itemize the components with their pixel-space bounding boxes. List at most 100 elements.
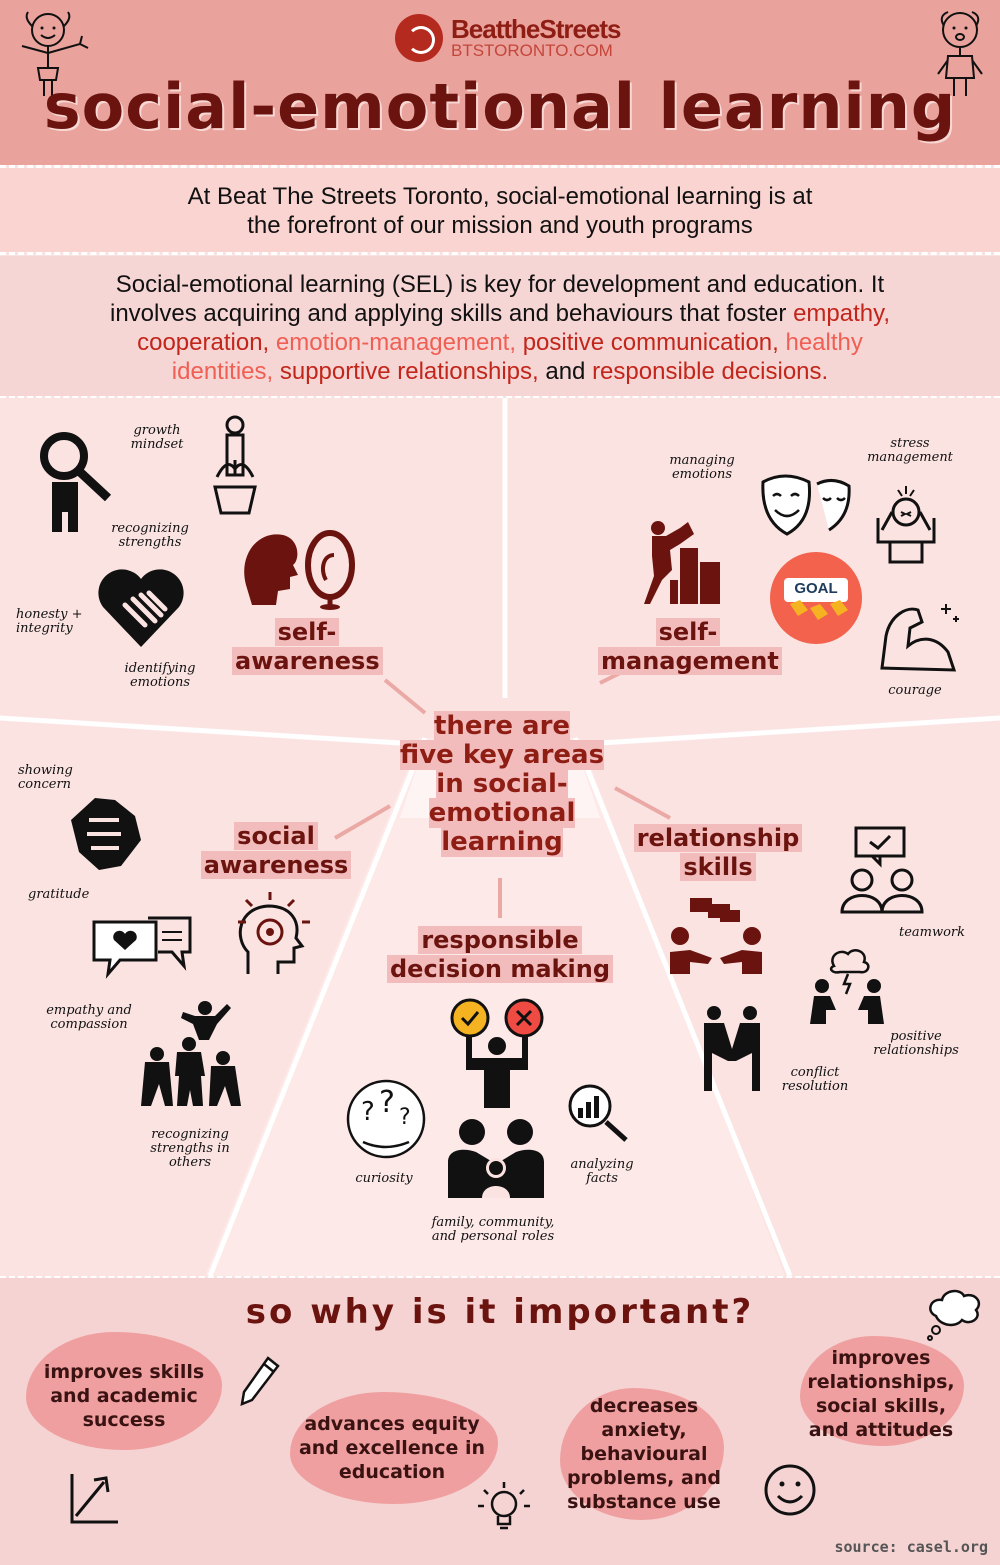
sel-line-3: cooperation, emotion-management, positiv…	[20, 328, 980, 357]
thought-cloud-icon	[927, 1289, 981, 1341]
label-teamwork: teamwork	[898, 925, 966, 940]
center-line-2: five key areas	[399, 740, 605, 770]
lightbulb-icon	[478, 1482, 530, 1530]
social-awareness-line-1: social	[234, 822, 318, 850]
curious-face-icon: ? ? ?	[346, 1079, 426, 1159]
chat-heart-icon	[92, 916, 192, 979]
goal-target-icon	[770, 552, 862, 644]
climbing-blocks-icon	[644, 521, 720, 604]
relationship-skills-line-2: skills	[680, 853, 756, 881]
label-honesty-integrity: honesty +integrity	[16, 607, 83, 636]
flexed-arm-icon	[880, 604, 959, 672]
center-line-4: emotional	[428, 798, 576, 828]
intro-line-1: At Beat The Streets Toronto, social-emot…	[187, 183, 813, 210]
source-credit: source: casel.org	[834, 1538, 988, 1556]
intro-line-2: the forefront of our mission and youth p…	[247, 212, 753, 239]
smiley-icon	[764, 1464, 816, 1516]
svg-text:?: ?	[361, 1097, 375, 1127]
stick-figure-right-icon	[937, 11, 983, 96]
team-check-icon	[840, 826, 924, 914]
stressed-person-icon	[876, 486, 936, 564]
divider	[0, 165, 1000, 168]
masks-icon	[761, 474, 851, 536]
goal-label: GOAL	[794, 580, 838, 597]
responsible-line-2: decision making	[386, 955, 613, 983]
brand-logo[interactable]: BeattheStreets BTSTORONTO.COM	[395, 14, 622, 62]
label-curiosity: curiosity	[355, 1171, 413, 1186]
divider	[0, 252, 1000, 255]
sel-identities: identities,	[171, 358, 274, 385]
self-awareness-line-2: awareness	[232, 647, 383, 675]
svg-text:?: ?	[379, 1085, 395, 1120]
area-responsible-decision-making: responsible decision making	[380, 926, 620, 984]
sel-line-4: identities, supportive relationships, an…	[20, 357, 980, 386]
label-gratitude: gratitude	[28, 887, 90, 902]
responsible-line-1: responsible	[418, 926, 582, 954]
sel-supportive: supportive relationships,	[279, 358, 539, 385]
label-courage: courage	[888, 683, 942, 698]
decision-person-icon	[450, 998, 544, 1108]
blob-3	[560, 1388, 724, 1520]
center-label: there are five key areas in social- emot…	[382, 711, 622, 857]
two-people-holding-hands-icon	[704, 1006, 760, 1091]
sel-responsible: responsible decisions.	[592, 358, 829, 385]
people-talking-icon	[670, 898, 762, 974]
self-management-line-1: self-	[655, 618, 721, 646]
center-line-3: in social-	[436, 769, 568, 799]
intro-text: At Beat The Streets Toronto, social-emot…	[0, 168, 1000, 252]
center-line-5: learning	[441, 827, 563, 857]
magnifier-person-icon	[40, 432, 112, 532]
brand-mark-icon	[395, 14, 443, 62]
head-target-icon	[238, 892, 310, 974]
sel-line-1: Social-emotional learning (SEL) is key f…	[115, 271, 885, 298]
brand-url: BTSTORONTO.COM	[451, 41, 613, 60]
svg-text:?: ?	[399, 1105, 411, 1130]
blob-4	[800, 1336, 964, 1446]
conflict-people-icon	[810, 949, 884, 1024]
self-awareness-line-1: self-	[274, 618, 340, 646]
analyze-chart-icon	[568, 1084, 628, 1142]
sel-line-2-text: involves acquiring and applying skills a…	[110, 300, 794, 327]
page-title: social-emotional learning	[43, 70, 957, 143]
divider	[0, 1276, 1000, 1279]
handshake-icon	[71, 798, 141, 870]
pencil-icon	[240, 1356, 280, 1406]
sel-cooperation: cooperation,	[137, 329, 270, 356]
sel-line-2: involves acquiring and applying skills a…	[20, 299, 980, 328]
blob-1	[26, 1332, 222, 1450]
sel-empathy: empathy,	[793, 300, 890, 327]
sel-and: and	[545, 358, 586, 385]
area-social-awareness: social awareness	[196, 822, 356, 880]
stick-figure-left-icon	[21, 11, 89, 96]
area-self-management: self- management	[598, 618, 782, 676]
sel-healthy: healthy	[785, 329, 863, 356]
growth-arrow-icon	[70, 1474, 118, 1524]
sel-emotion-management: emotion-management,	[275, 329, 517, 356]
sel-positive-communication: positive communication,	[522, 329, 779, 356]
relationship-skills-line-1: relationship	[633, 824, 803, 852]
center-line-1: there are	[433, 711, 571, 741]
self-management-line-2: management	[598, 647, 782, 675]
heart-hand-icon	[98, 569, 184, 647]
divider	[0, 396, 1000, 399]
area-self-awareness: self- awareness	[232, 618, 383, 676]
brand-name: BeattheStreets	[451, 14, 622, 44]
sel-definition: Social-emotional learning (SEL) is key f…	[0, 256, 1000, 396]
header-band	[0, 0, 1000, 165]
area-relationship-skills: relationship skills	[628, 824, 808, 882]
mirror-head-icon	[244, 530, 355, 610]
